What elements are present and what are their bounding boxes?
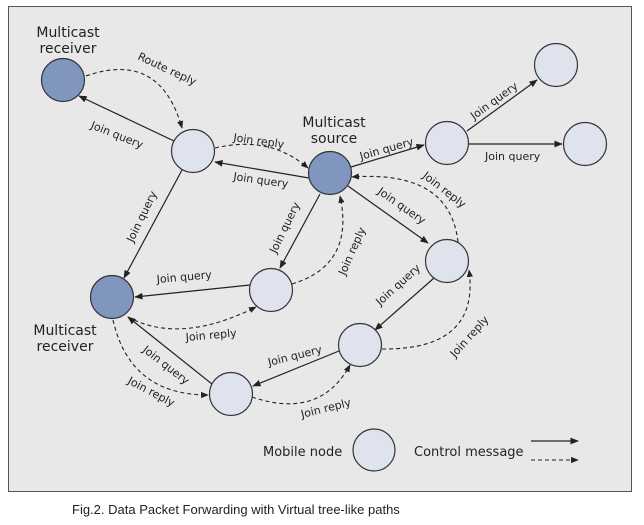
join-query-label-n11-receiver: Join query (139, 343, 192, 388)
mobile-node-n5 (533, 42, 579, 88)
source-label-1: Multicast (302, 115, 366, 131)
mobile-node-n6 (562, 121, 608, 167)
edge-n7-to-n10 (374, 277, 435, 331)
join-query-label-n4-n5: Join query (467, 79, 521, 123)
edge-route-reply (85, 68, 184, 129)
join-query-label-source-n8: Join query (267, 200, 304, 257)
edge-source-to-n4 (350, 143, 425, 168)
edge-n2-to-receiver-top (78, 95, 175, 142)
edge-source-to-n2 (214, 159, 310, 179)
mobile-node-n11 (208, 371, 254, 417)
join-query-label-n10-n11: Join query (266, 343, 324, 369)
edge-source-to-n8 (279, 193, 321, 269)
receiver-bottom-label-1: Multicast (33, 323, 97, 339)
multicast-receiver-bottom-node (89, 274, 135, 320)
join-query-label-n2-receiver: Join query (124, 189, 161, 246)
mobile-node-n8 (248, 267, 294, 313)
edge-n10-to-n11 (252, 350, 340, 387)
multicast-source-node (307, 150, 353, 196)
join-reply-label-n10-n7: Join reply (447, 313, 492, 361)
route-reply-label: Route reply (136, 50, 199, 89)
edge-n4-to-n5 (466, 79, 538, 132)
legend-mobile-node-icon (352, 428, 396, 472)
join-query-label-n7-n10: Join query (373, 261, 424, 309)
join-reply-label-n2-source: Join reply (232, 131, 286, 151)
edge-join-reply-n11-n10 (251, 364, 351, 405)
edge-join-reply-n10-n7 (381, 269, 473, 350)
receiver-bottom-label-2: receiver (37, 339, 94, 355)
legend-mobile-node-label: Mobile node (263, 445, 342, 460)
join-query-label-n8-receiver: Join query (155, 268, 213, 286)
join-reply-label-receiver-n11: Join reply (125, 374, 178, 410)
receiver-top-label-2: receiver (40, 41, 97, 57)
edge-join-reply-n8-source (291, 195, 345, 285)
source-label-2: source (311, 131, 358, 147)
edge-join-reply-n2-source (214, 143, 309, 169)
edge-source-to-n7 (347, 185, 429, 244)
receiver-top-label-1: Multicast (36, 25, 100, 41)
edge-join-reply-receiver-n8 (127, 306, 257, 330)
mobile-node-n7 (424, 238, 470, 284)
mobile-node-n10 (337, 322, 383, 368)
join-query-label-source-n7: Join query (374, 184, 428, 227)
mobile-node-n4 (424, 120, 470, 166)
join-reply-label-receiver-n8: Join reply (184, 327, 238, 345)
join-query-label-source-n4: Join query (357, 135, 415, 163)
join-reply-label-n11-n10: Join reply (299, 396, 353, 421)
figure-caption: Fig.2. Data Packet Forwarding with Virtu… (72, 502, 400, 517)
join-reply-label-n8-source: Join reply (335, 225, 368, 278)
legend: Mobile node Control message (263, 428, 579, 472)
multicast-receiver-top-node (40, 57, 86, 103)
join-query-label-n4-n6: Join query (484, 150, 541, 163)
mobile-node-n2 (170, 128, 216, 174)
edge-join-reply-receiver-n11 (112, 319, 209, 399)
edge-n11-to-receiver-bottom (127, 316, 213, 385)
edge-join-reply-n7-source (351, 173, 459, 243)
edge-n8-to-receiver-bottom (134, 284, 251, 300)
edge-n2-to-receiver-bottom (123, 169, 183, 279)
legend-control-message-label: Control message (414, 445, 524, 460)
